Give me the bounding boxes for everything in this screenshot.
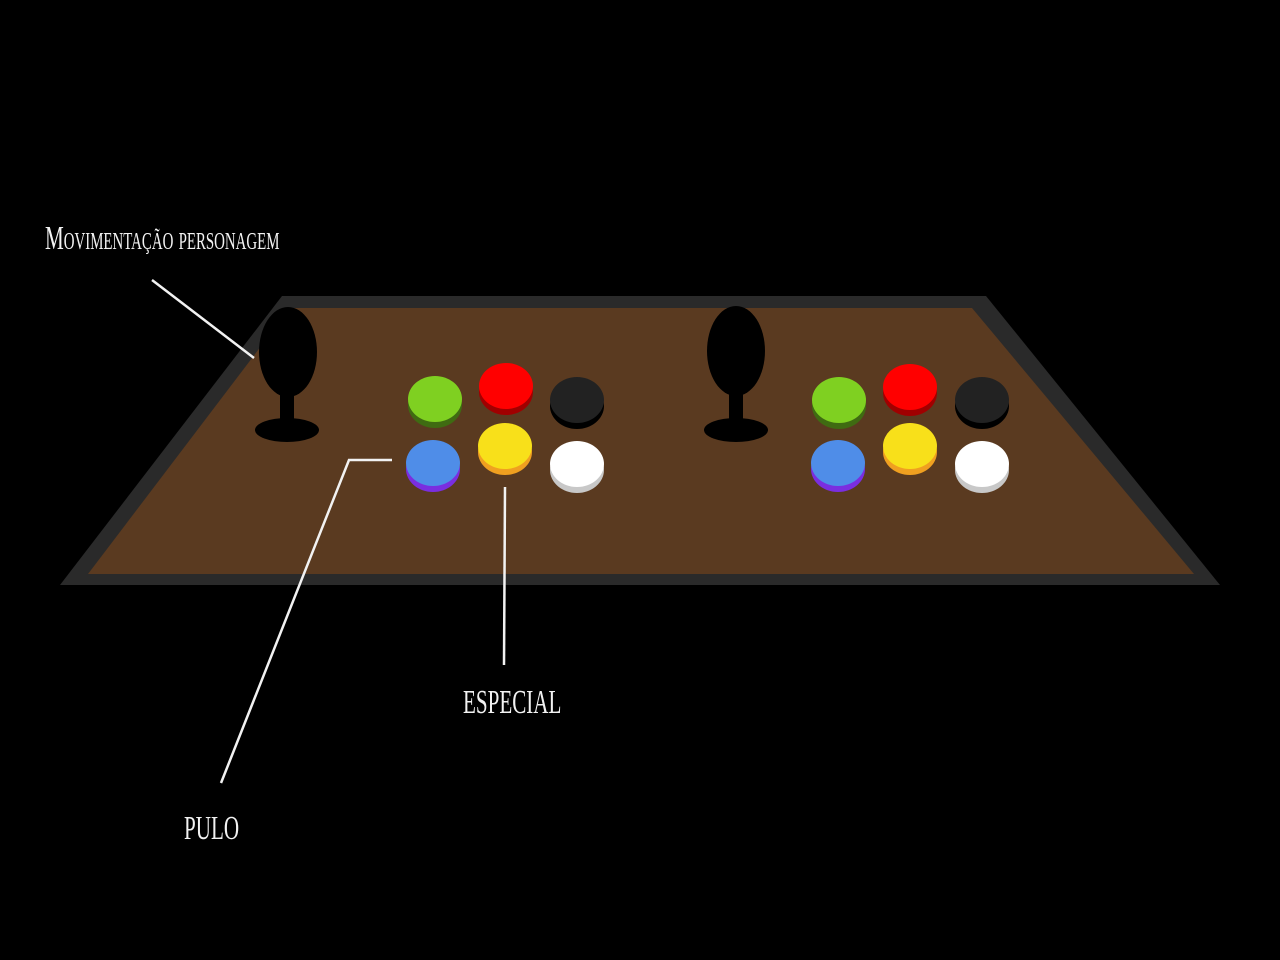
button-top [955, 377, 1009, 423]
button-yellow [478, 423, 532, 475]
button-white [955, 441, 1009, 493]
button-top [812, 377, 866, 423]
button-red [883, 364, 937, 416]
button-black [955, 377, 1009, 429]
jump-leader-line [219, 458, 392, 784]
button-top [406, 440, 460, 486]
special-leader-line [502, 486, 507, 666]
right-button-group [811, 364, 1009, 493]
button-top [811, 440, 865, 486]
joystick-ball [707, 306, 765, 396]
button-top [479, 363, 533, 409]
right-joystick [704, 306, 768, 442]
button-top [478, 423, 532, 469]
joystick-shaft [729, 385, 743, 430]
button-red [479, 363, 533, 415]
button-top [550, 441, 604, 487]
button-blue [406, 440, 460, 492]
jump-label: pulo [184, 810, 240, 847]
special-label: especial [463, 684, 562, 721]
movement-leader-line [151, 279, 255, 359]
button-yellow [883, 423, 937, 475]
button-top [955, 441, 1009, 487]
button-top [550, 377, 604, 423]
button-white [550, 441, 604, 493]
button-top [883, 423, 937, 469]
button-black [550, 377, 604, 429]
movement-label: Movimentação personagem [45, 220, 280, 257]
button-green [408, 376, 462, 428]
button-blue [811, 440, 865, 492]
left-button-group [406, 363, 604, 493]
left-joystick [255, 307, 319, 442]
button-top [408, 376, 462, 422]
joystick-ball [259, 307, 317, 397]
button-top [883, 364, 937, 410]
button-green [812, 377, 866, 429]
